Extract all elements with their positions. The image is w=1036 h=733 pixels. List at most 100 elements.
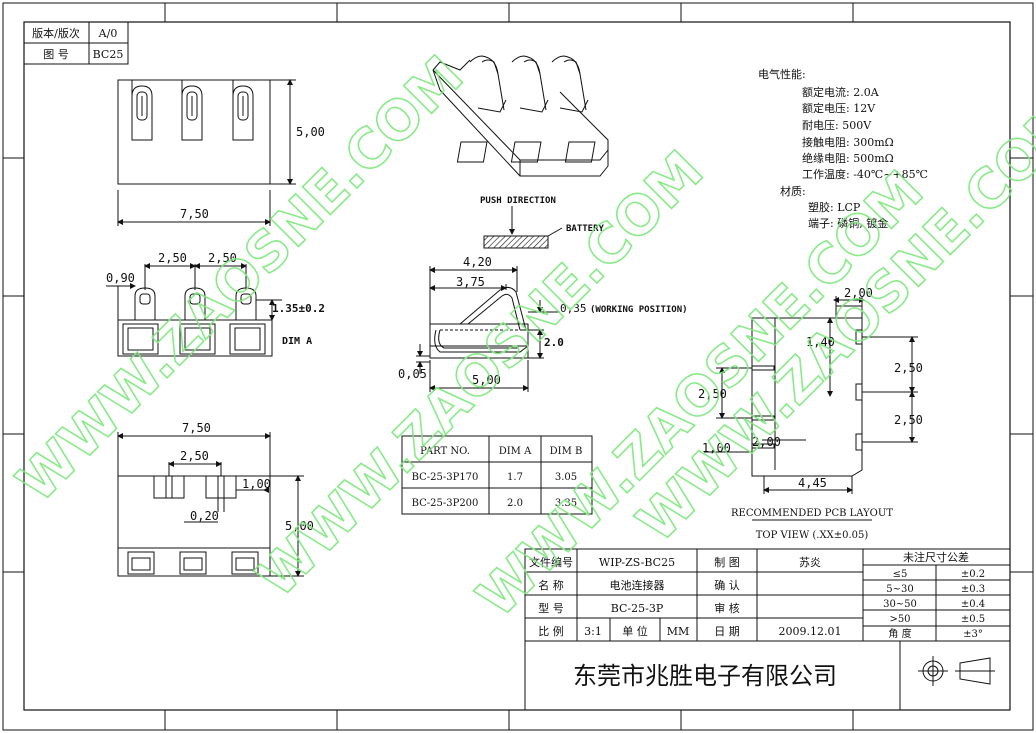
spec-item: 额定电流: 2.0A (802, 85, 880, 99)
part-table-header-2: DIM A (499, 446, 532, 457)
pitch-dim-1: 2,50 (158, 251, 187, 265)
pcb-layout (704, 296, 918, 521)
top-view-title: TOP VIEW (.XX±0.05) (756, 530, 869, 541)
pcb-dim-pad-gap: 2,00 (752, 435, 781, 449)
version-box: 版本/版次 A/0 图 号 BC25 (23, 21, 129, 65)
name-value: 电池连接器 (610, 579, 665, 592)
part-table-header-1: PART NO. (420, 446, 470, 457)
tolerance-range: 30~50 (883, 599, 917, 610)
front-contact-1 (131, 80, 153, 141)
tolerance-value: ±3° (963, 629, 983, 640)
pcb-dim-left-pitch: 2,50 (698, 387, 727, 401)
material-heading: 材质: (780, 184, 806, 198)
bottom-gap-dim: 0,20 (190, 509, 219, 523)
pcb-dim-pad-width: 1,00 (702, 441, 731, 455)
bottom-pitch-dim: 2,50 (180, 449, 209, 463)
tolerance-value: ±0.5 (961, 614, 985, 625)
date-label: 日 期 (714, 625, 740, 638)
specifications: 电气性能: 额定电流: 2.0A 额定电压: 12V 耐电压: 500V 接触电… (758, 67, 928, 230)
working-position-label: (WORKING POSITION) (590, 305, 688, 315)
made-label: 制 图 (714, 556, 740, 569)
front-width-dim: 7,50 (180, 207, 209, 221)
dim-a-label: DIM A (282, 336, 312, 347)
drawing-no-label: 图 号 (43, 48, 69, 61)
offset-dim: 0,90 (106, 271, 135, 285)
audit-label: 审 核 (714, 601, 740, 615)
version-value: A/0 (98, 27, 118, 40)
side-dim-work: 0,35 (560, 302, 587, 315)
projection-symbol-icon (918, 656, 995, 686)
part-table-cell: 1.7 (507, 472, 523, 483)
part-table-cell: 3.05 (555, 472, 577, 483)
spec-item: 额定电压: 12V (802, 101, 876, 115)
pcb-dim-pad: 1,40 (806, 335, 835, 349)
company-name: 东莞市兆胜电子有限公司 (573, 662, 837, 690)
spec-item: 工作温度: -40℃~+85℃ (802, 167, 928, 181)
front-contact-3 (232, 80, 254, 141)
pcb-layout-title: RECOMMENDED PCB LAYOUT (731, 508, 893, 519)
drawing-no-value: BC25 (93, 48, 124, 61)
confirm-label: 确 认 (714, 579, 740, 592)
material-item: 塑胶: LCP (808, 200, 861, 214)
pcb-dim-pitch-2: 2,50 (894, 413, 923, 427)
front-height-dim: 5,00 (296, 125, 325, 139)
part-table-cell: BC-25-3P200 (412, 498, 479, 509)
side-dim-a: 4,20 (463, 255, 492, 269)
tolerance-range: 5~30 (886, 584, 913, 595)
spec-item: 耐电压: 500V (802, 119, 872, 132)
side-dim-base: 0,05 (398, 367, 427, 381)
pcb-dim-pitch-1: 2,50 (894, 361, 923, 375)
version-label: 版本/版次 (32, 26, 80, 40)
title-block (524, 548, 1011, 711)
unit-value: MM (667, 625, 690, 638)
bottom-width-dim: 7,50 (182, 421, 211, 435)
side-dim-h: 2.0 (544, 336, 564, 349)
part-table (401, 435, 593, 515)
spec-heading: 电气性能: (758, 67, 806, 81)
push-battery-diagram (483, 206, 563, 249)
tolerance-range: ≤5 (893, 569, 908, 580)
front-view (117, 79, 296, 226)
side-dim-b: 3,75 (456, 275, 485, 289)
date-value: 2009.12.01 (779, 625, 842, 638)
spec-item: 绝缘电阻: 500mΩ (802, 151, 894, 165)
tolerance-value: ±0.2 (961, 569, 985, 580)
side-profile-view (416, 266, 560, 392)
part-table-header-3: DIM B (550, 446, 583, 457)
unit-label: 单 位 (622, 624, 648, 638)
pcb-dim-total: 4,45 (798, 476, 827, 490)
file-no-label: 文件编号 (529, 555, 573, 569)
pcb-dim-top: 2,00 (844, 286, 873, 300)
isometric-view (432, 55, 609, 177)
tolerance-title: 未注尺寸公差 (903, 550, 969, 564)
front-contact-2 (181, 80, 203, 141)
scale-label: 比 例 (538, 624, 564, 638)
side-dim-length: 5,00 (472, 373, 501, 387)
spec-item: 接触电阻: 300mΩ (802, 135, 894, 149)
tolerance-range: >50 (889, 614, 910, 625)
tolerance-range: 角 度 (888, 627, 911, 640)
battery-label: BATTERY (566, 224, 605, 234)
name-label: 名 称 (538, 578, 564, 592)
model-label: 型 号 (538, 601, 564, 615)
bottom-slot-dim: 1,00 (242, 477, 271, 491)
pitch-dim-2: 2,50 (208, 251, 237, 265)
push-direction-label: PUSH DIRECTION (480, 196, 556, 206)
contact-height-dim: 1.35±0.2 (272, 302, 325, 315)
made-by-value: 苏炎 (799, 556, 821, 569)
scale-value: 3:1 (584, 625, 602, 638)
watermark-text: WWW.ZAOSNE.COM (465, 159, 936, 630)
bottom-view (117, 432, 304, 577)
tolerance-value: ±0.4 (961, 599, 985, 610)
contact-row-view (106, 263, 282, 357)
part-table-cell: 2.0 (507, 498, 523, 509)
part-table-cell: 3.35 (555, 498, 577, 509)
tolerance-value: ±0.3 (961, 584, 985, 595)
file-no-value: WIP-ZS-BC25 (599, 556, 675, 569)
bottom-height-dim: 5,00 (285, 519, 314, 533)
part-table-cell: BC-25-3P170 (412, 472, 479, 483)
model-value: BC-25-3P (611, 602, 664, 615)
watermark: WWW.ZAOSNE.COM WWW.ZAOSNE.COM WWW.ZAOSNE… (4, 43, 1036, 630)
